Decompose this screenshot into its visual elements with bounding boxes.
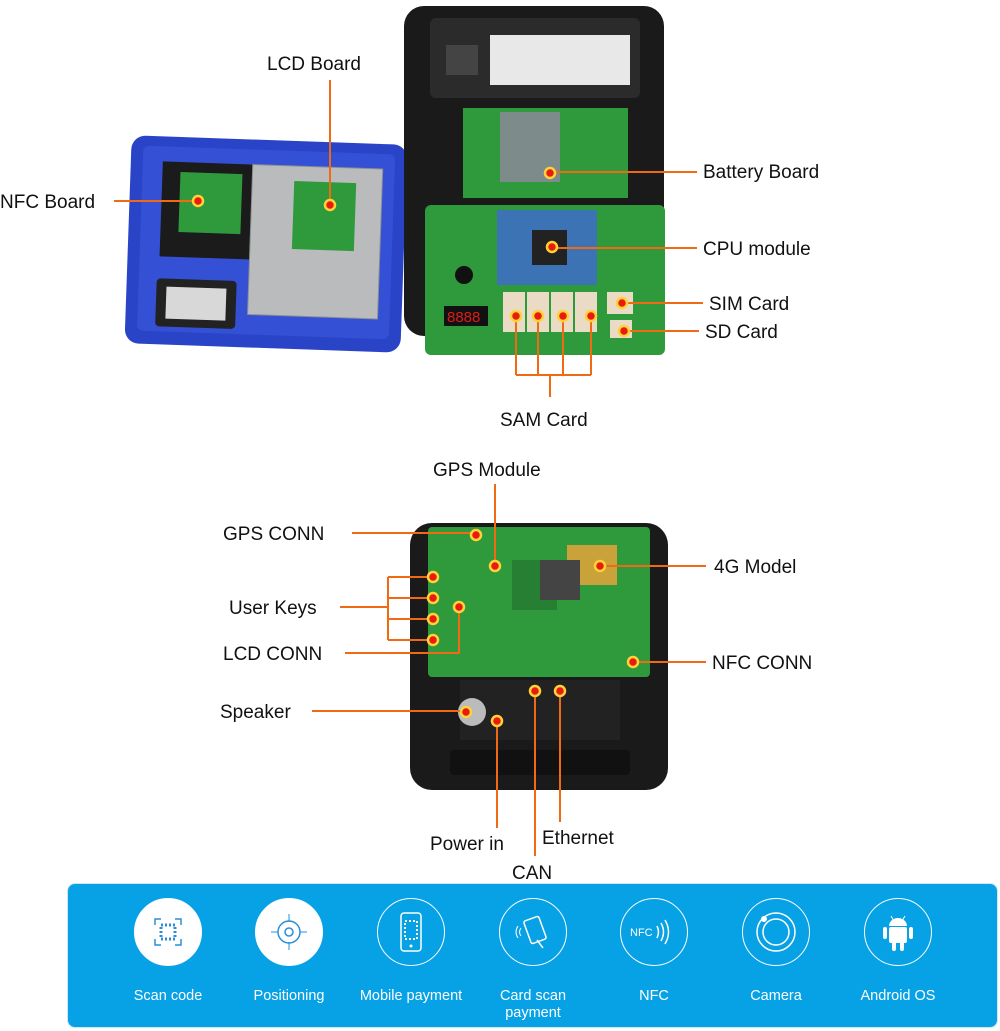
feature-nfc: NFC NFC bbox=[599, 898, 709, 1005]
svg-text:CPU module: CPU module bbox=[703, 239, 811, 260]
callout-lcd-conn: LCD CONN bbox=[223, 600, 466, 665]
qr-code-icon bbox=[134, 898, 202, 966]
svg-text:Speaker: Speaker bbox=[220, 702, 291, 723]
svg-text:LCD Board: LCD Board bbox=[267, 54, 361, 75]
callout-user-keys: User Keys bbox=[229, 570, 440, 647]
svg-text:NFC Board: NFC Board bbox=[0, 192, 95, 213]
callout-sim-card: SIM Card bbox=[615, 294, 789, 315]
card-tap-icon bbox=[499, 898, 567, 966]
svg-text:SIM Card: SIM Card bbox=[709, 294, 789, 315]
callout-sd-card: SD Card bbox=[617, 322, 778, 343]
front-cover-photo bbox=[124, 135, 408, 353]
callout-lcd-board: LCD Board bbox=[267, 54, 361, 212]
callout-can: CAN bbox=[512, 684, 552, 880]
callout-gps-module: GPS Module bbox=[433, 460, 541, 573]
svg-text:Ethernet: Ethernet bbox=[542, 828, 615, 849]
callout-4g-model: 4G Model bbox=[593, 557, 796, 578]
callout-power-in: Power in bbox=[430, 714, 504, 855]
callout-gps-conn: GPS CONN bbox=[223, 524, 483, 545]
feature-card-scan-payment: Card scan payment bbox=[478, 898, 588, 1022]
hardware-diagram: 8888 LCD Board NFC Board Battery Board C… bbox=[0, 6, 819, 880]
nfc-icon: NFC bbox=[620, 898, 688, 966]
feature-scan-code: Scan code bbox=[113, 898, 223, 1005]
callout-battery-board: Battery Board bbox=[543, 162, 819, 183]
feature-camera: Camera bbox=[721, 898, 831, 1005]
callout-speaker: Speaker bbox=[220, 702, 473, 723]
svg-text:SAM Card: SAM Card bbox=[500, 410, 588, 431]
svg-text:Battery Board: Battery Board bbox=[703, 162, 819, 183]
features-banner: Scan code Positioning Mobile payment Car… bbox=[67, 883, 998, 1028]
svg-text:CAN: CAN bbox=[512, 863, 552, 880]
callout-nfc-conn: NFC CONN bbox=[626, 653, 812, 674]
feature-android-os: Android OS bbox=[843, 898, 953, 1005]
svg-text:User Keys: User Keys bbox=[229, 598, 317, 619]
svg-text:Power in: Power in bbox=[430, 834, 504, 855]
mobile-qr-icon bbox=[377, 898, 445, 966]
svg-text:SD Card: SD Card bbox=[705, 322, 778, 343]
feature-positioning: Positioning bbox=[234, 898, 344, 1005]
android-icon bbox=[864, 898, 932, 966]
svg-text:LCD CONN: LCD CONN bbox=[223, 644, 322, 665]
rear-case-photo-bottom bbox=[410, 523, 668, 790]
feature-mobile-payment: Mobile payment bbox=[356, 898, 466, 1005]
crosshair-icon bbox=[255, 898, 323, 966]
svg-text:GPS Module: GPS Module bbox=[433, 460, 541, 481]
callout-nfc-board: NFC Board bbox=[0, 192, 205, 213]
svg-text:GPS CONN: GPS CONN bbox=[223, 524, 324, 545]
callout-ethernet: Ethernet bbox=[542, 684, 615, 849]
svg-text:4G Model: 4G Model bbox=[714, 557, 796, 578]
rear-case-photo-top: 8888 bbox=[404, 6, 665, 355]
callout-sam-card: SAM Card bbox=[500, 309, 598, 431]
svg-text:NFC CONN: NFC CONN bbox=[712, 653, 812, 674]
camera-lens-icon bbox=[742, 898, 810, 966]
led-display: 8888 bbox=[447, 309, 480, 326]
callout-cpu-module: CPU module bbox=[545, 239, 811, 260]
svg-text:NFC: NFC bbox=[630, 927, 653, 939]
